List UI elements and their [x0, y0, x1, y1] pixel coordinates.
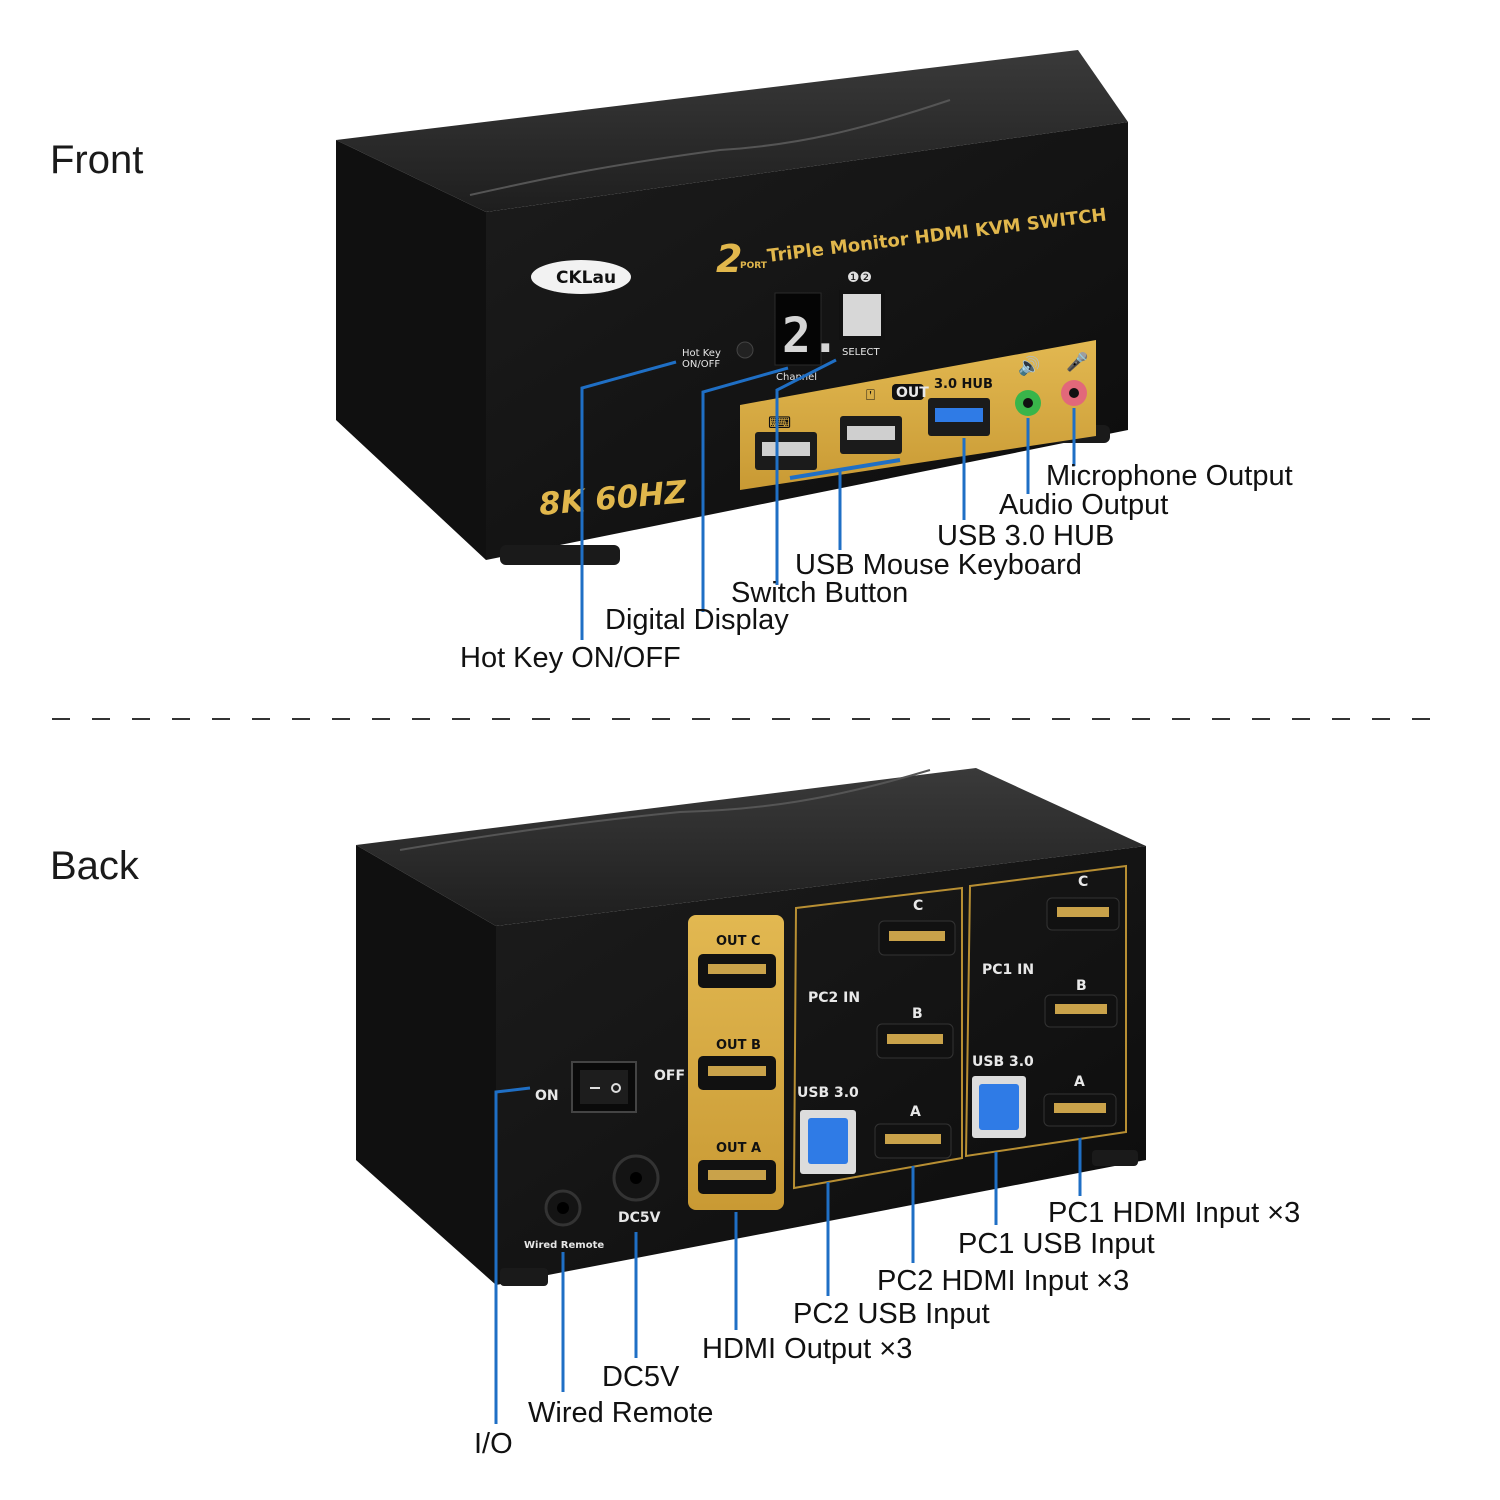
callout-dc5v: DC5V — [602, 1361, 680, 1393]
speaker-icon: 🔊 — [1018, 355, 1040, 377]
front-section-label: Front — [50, 138, 144, 182]
channel-label: Channel — [776, 372, 817, 383]
pc2-port-c-label: C — [913, 898, 923, 914]
hdmi-out-b-contacts — [708, 1066, 766, 1076]
power-off-label: OFF — [654, 1068, 685, 1084]
back-foot-right — [1092, 1150, 1138, 1166]
callout-wired-remote: Wired Remote — [528, 1397, 713, 1429]
power-on-label: ON — [535, 1088, 559, 1104]
back-section-label: Back — [50, 844, 139, 888]
pc1-port-c-label: C — [1078, 874, 1088, 890]
front-top-face — [336, 50, 1128, 212]
callout-usb-hub: USB 3.0 HUB — [937, 520, 1114, 552]
switch-button-leader — [775, 358, 837, 585]
back-top-face — [356, 768, 1146, 926]
pc1-hdmi-c-contacts — [1057, 907, 1109, 917]
pc2-hdmi-c-contacts — [889, 931, 945, 941]
front-gold-panel — [740, 340, 1096, 490]
pc2-hdmi-a-contacts — [885, 1134, 941, 1144]
hdmi-out-a-contacts — [708, 1170, 766, 1180]
back-leader-lines — [494, 1086, 1082, 1424]
front-left-side — [336, 140, 486, 560]
out-c-label: OUT C — [716, 934, 761, 949]
usb-mouse-keyboard-bracket — [789, 458, 901, 480]
io-leader — [494, 1086, 531, 1424]
audio-output-jack-hole — [1023, 398, 1033, 408]
usb-mouse-port-tongue — [847, 426, 895, 440]
pc1-usb-b-insert — [979, 1084, 1019, 1130]
pc2-port-b-label: B — [912, 1006, 923, 1022]
pc1-usb-label: USB 3.0 — [972, 1054, 1034, 1070]
pc2-in-label: PC2 IN — [808, 990, 860, 1006]
back-device: OUT C OUT B OUT A PC2 IN USB 3.0 C B A — [356, 768, 1146, 1286]
front-device: CKLau 2 PORT TriPle Monitor HDMI KVM SWI… — [336, 50, 1128, 565]
front-foot-left — [500, 545, 620, 565]
hotkey-label-2: ON/OFF — [682, 359, 720, 370]
callout-audio-output: Audio Output — [999, 489, 1168, 521]
callout-hdmi-output: HDMI Output ×3 — [702, 1333, 912, 1365]
hdmi-out-c-contacts — [708, 964, 766, 974]
callout-microphone-output: Microphone Output — [1046, 460, 1293, 492]
front-leader-lines — [580, 358, 1076, 640]
pc2-hdmi-b-contacts — [887, 1034, 943, 1044]
usb30-hub-port-tongue — [935, 408, 983, 422]
callout-pc2-hdmi: PC2 HDMI Input ×3 — [877, 1265, 1129, 1297]
pc2-panel — [792, 886, 963, 1190]
pc2-usb-label: USB 3.0 — [797, 1085, 859, 1101]
callout-usb-mouse-keyboard: USB Mouse Keyboard — [795, 549, 1082, 581]
hotkey-button-icon[interactable] — [736, 341, 754, 359]
out-a-label: OUT A — [716, 1141, 761, 1156]
out-badge-text: OUT — [896, 385, 929, 401]
pc1-in-label: PC1 IN — [982, 962, 1034, 978]
keyboard-icon: ⌨ — [768, 413, 791, 432]
brand-logo-text: CKLau — [556, 268, 616, 288]
hotkey-label-1: Hot Key — [682, 348, 721, 359]
pc1-port-b-label: B — [1076, 978, 1087, 994]
pc2-port-a-label: A — [910, 1104, 921, 1120]
callout-pc1-hdmi: PC1 HDMI Input ×3 — [1048, 1197, 1300, 1229]
hot-key-leader — [580, 360, 677, 640]
out-badge — [892, 384, 924, 400]
pc1-hdmi-b-contacts — [1055, 1004, 1107, 1014]
select-label: SELECT — [842, 347, 881, 358]
brand-logo-icon — [531, 260, 631, 294]
wired-remote-jack-hole — [557, 1202, 569, 1214]
digital-display — [774, 292, 822, 366]
dc5v-label: DC5V — [618, 1210, 661, 1226]
pc1-hdmi-a-contacts — [1054, 1103, 1106, 1113]
out-b-label: OUT B — [716, 1038, 761, 1053]
select-button[interactable] — [843, 294, 881, 336]
callout-hot-key: Hot Key ON/OFF — [460, 642, 681, 674]
callout-pc2-usb: PC2 USB Input — [793, 1298, 990, 1330]
callout-digital-display: Digital Display — [605, 604, 789, 636]
pc1-port-a-label: A — [1074, 1074, 1085, 1090]
back-left-side — [356, 845, 496, 1285]
port-word: PORT — [740, 261, 768, 271]
front-top-groove — [469, 99, 951, 196]
hub-label: 3.0 HUB — [934, 377, 993, 392]
microphone-icon: 🎤 — [1066, 351, 1088, 373]
digital-display-leader — [701, 366, 789, 612]
select-numbers: ❶❷ — [847, 270, 872, 286]
port-number: 2 — [716, 237, 742, 281]
back-top-groove — [399, 769, 931, 851]
callout-io: I/O — [474, 1428, 513, 1460]
callout-switch-button: Switch Button — [731, 577, 908, 609]
microphone-jack-hole — [1069, 388, 1079, 398]
pc1-panel — [964, 864, 1127, 1158]
usb-keyboard-port-tongue — [762, 442, 810, 456]
power-off-mark — [611, 1083, 621, 1093]
mouse-icon: ⍞ — [866, 386, 875, 404]
pc2-usb-b-insert — [808, 1118, 848, 1164]
dc-power-jack-pin — [630, 1172, 642, 1184]
callout-pc1-usb: PC1 USB Input — [958, 1228, 1155, 1260]
back-foot-left — [500, 1268, 548, 1286]
wired-remote-label: Wired Remote — [524, 1240, 604, 1251]
channel-digit: 2. — [782, 308, 840, 364]
